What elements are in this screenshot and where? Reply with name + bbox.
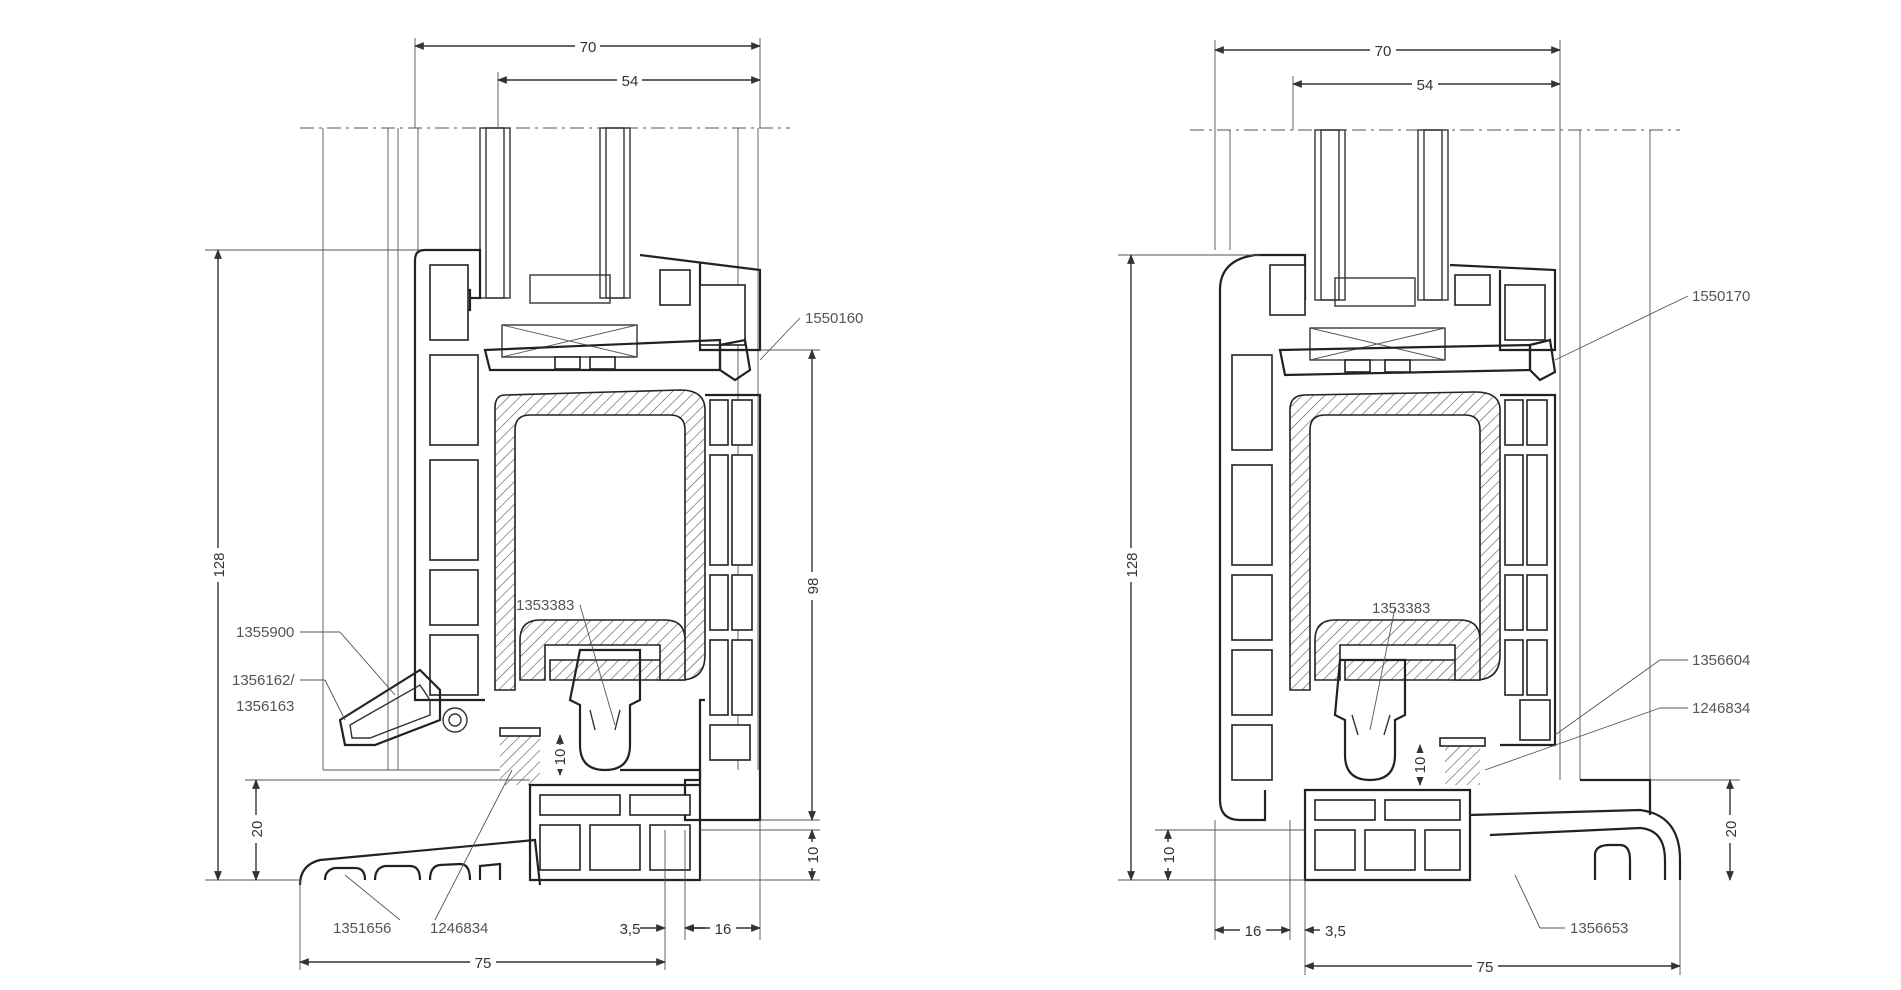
left-dim-54: 54 (622, 73, 639, 90)
left-labels: 1550160 1353383 1355900 1356162/ 1356163… (232, 310, 863, 937)
right-gasket (1333, 658, 1407, 782)
label-1550160: 1550160 (805, 310, 863, 327)
left-weatherbar (338, 668, 468, 747)
left-label-1353383: 1353383 (516, 597, 574, 614)
right-dimensions: 70 54 128 10 10 20 (1118, 40, 1740, 976)
right-dim-10: 10 (1161, 847, 1178, 864)
label-1356162: 1356162/ (232, 672, 295, 689)
right-label-1246834: 1246834 (1692, 700, 1750, 717)
label-1356653: 1356653 (1570, 920, 1628, 937)
right-sash-profile (1218, 253, 1557, 822)
right-threshold (1303, 778, 1682, 882)
left-dimensions: 70 54 128 98 20 (205, 36, 822, 972)
right-dim-20: 20 (1723, 821, 1740, 838)
right-dim-16: 16 (1245, 923, 1262, 940)
left-dim-3-5: 3,5 (620, 921, 641, 938)
left-label-1246834: 1246834 (430, 920, 488, 937)
left-label-1351656: 1351656 (333, 920, 391, 937)
right-dim-128: 128 (1124, 552, 1141, 577)
left-dim-16: 16 (715, 921, 732, 938)
left-dim-10-inner: 10 (552, 749, 569, 766)
left-dim-70: 70 (580, 39, 597, 56)
left-glass-unit (479, 127, 638, 358)
left-brush-seal (499, 727, 541, 785)
right-reinforcement (1289, 391, 1501, 691)
right-label-1353383: 1353383 (1372, 600, 1430, 617)
left-reinforcement (494, 389, 706, 691)
right-dim-70: 70 (1375, 43, 1392, 60)
label-1550170: 1550170 (1692, 288, 1750, 305)
left-frame-profile (683, 393, 762, 822)
left-gasket (568, 648, 642, 772)
right-dim-54: 54 (1417, 77, 1434, 94)
label-1355900: 1355900 (236, 624, 294, 641)
right-section: 70 54 128 10 10 20 (1118, 40, 1750, 976)
right-glass-unit (1309, 129, 1449, 361)
right-frame-profile (1500, 393, 1557, 747)
right-brush-seal (1439, 737, 1486, 785)
right-dim-75: 75 (1477, 959, 1494, 976)
left-dim-98: 98 (805, 578, 822, 595)
left-dim-20: 20 (249, 821, 266, 838)
left-dim-10: 10 (805, 847, 822, 864)
right-dim-10-inner: 10 (1412, 757, 1429, 774)
left-background-lines (322, 128, 759, 771)
right-labels: 1550170 1353383 1356604 1246834 1356653 (1369, 288, 1750, 937)
right-dim-3-5: 3,5 (1325, 923, 1346, 940)
right-background-lines (1214, 130, 1660, 781)
label-1356604: 1356604 (1692, 652, 1750, 669)
label-1356163: 1356163 (236, 698, 294, 715)
left-dim-75: 75 (475, 955, 492, 972)
left-dim-128: 128 (211, 552, 228, 577)
left-section: 70 54 128 98 20 (205, 36, 863, 972)
left-threshold (298, 768, 702, 886)
